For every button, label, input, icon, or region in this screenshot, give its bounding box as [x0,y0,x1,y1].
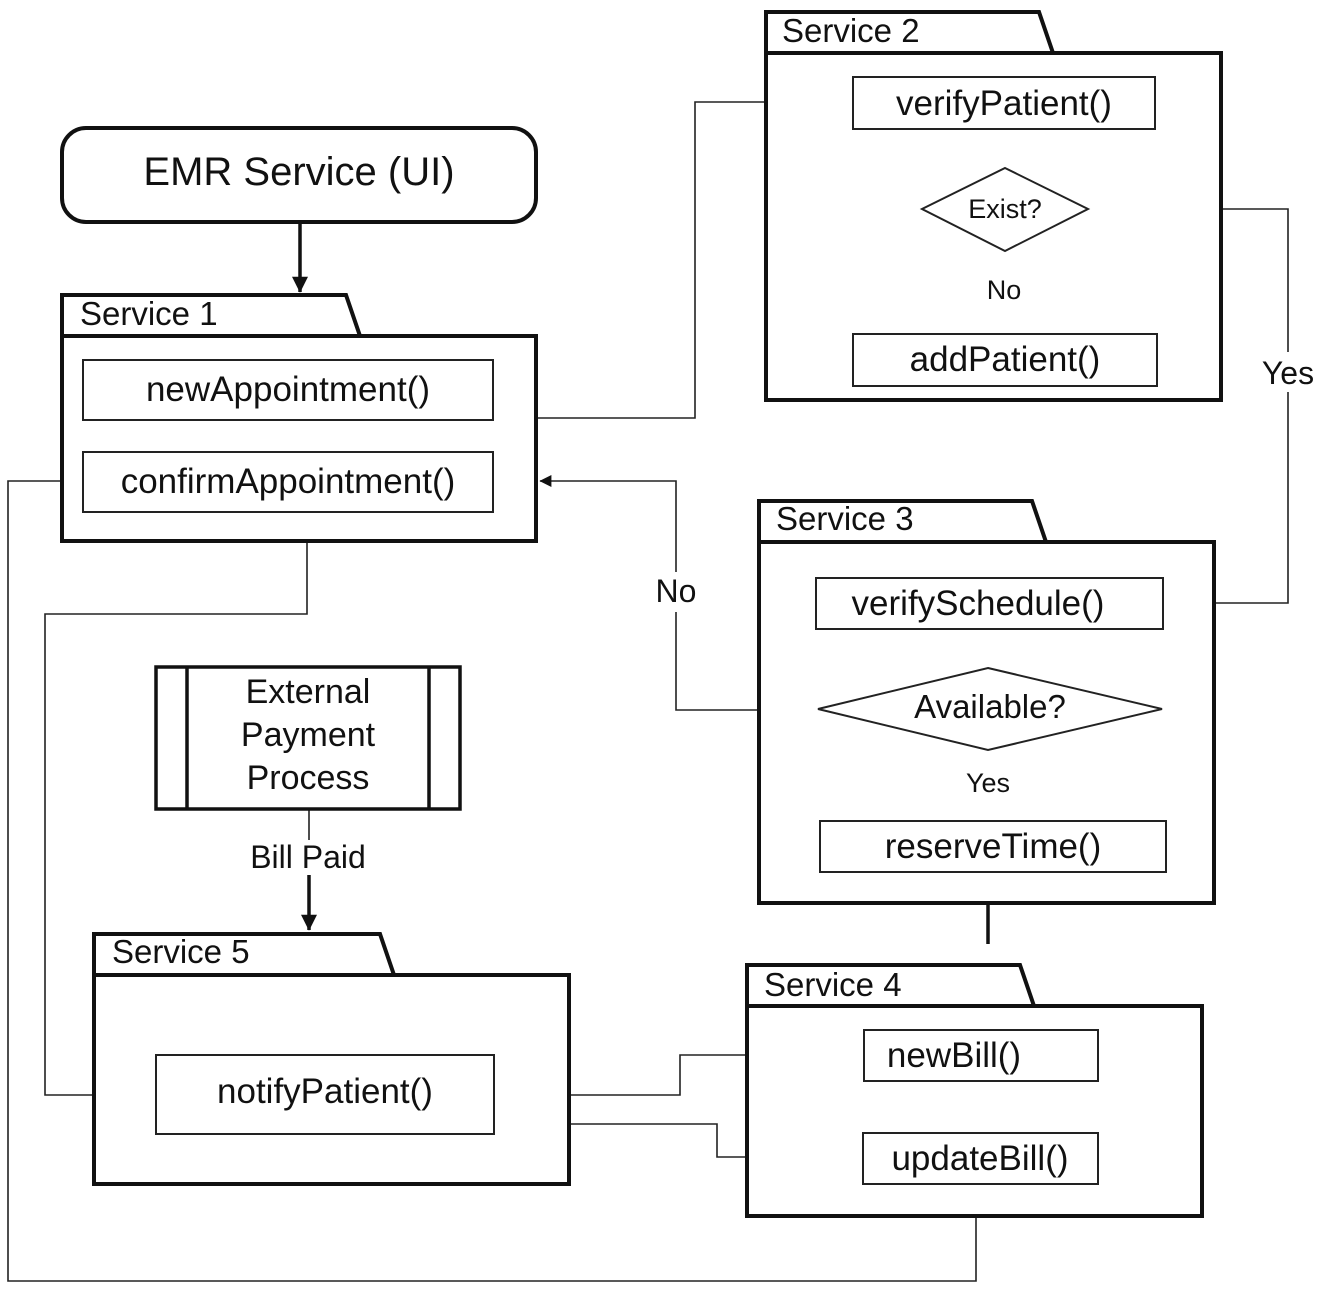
new-appointment-box [82,359,494,421]
available-label: Available? [914,688,1066,725]
exist-no-label: No [987,275,1022,305]
service2-title: Service 2 [782,12,920,49]
notify-patient-box [155,1054,495,1135]
update-bill-label: updateBill() [891,1139,1068,1178]
reserve-time-box [819,820,1167,873]
service1-title: Service 1 [80,295,218,332]
add-patient-label: addPatient() [910,340,1101,379]
external-line1: External [246,673,371,711]
service4-package: Service 4 newBill() updateBill() [745,963,1204,1218]
service5-package: Service 5 notifyPatient() [92,932,571,1186]
service5-title: Service 5 [112,933,250,970]
exist-yes-label: Yes [1262,355,1314,391]
reserve-time-label: reserveTime() [885,827,1102,866]
emr-service-label: EMR Service (UI) [143,150,454,194]
external-line2: Payment [241,716,376,754]
verify-patient-label: verifyPatient() [896,84,1112,123]
emr-service-node: EMR Service (UI) [60,126,538,224]
service3-package: Service 3 verifySchedule() Available? Ye… [757,499,1216,905]
notify-patient-label: notifyPatient() [217,1072,433,1111]
verify-schedule-label: verifySchedule() [852,584,1105,623]
verify-schedule-box [815,577,1164,630]
new-appointment-label: newAppointment() [146,370,430,409]
exist-label: Exist? [968,194,1042,224]
bill-paid-label: Bill Paid [250,839,366,875]
external-payment-process: External Payment Process [154,665,462,811]
available-yes-label: Yes [966,768,1010,798]
verify-patient-box [852,76,1156,130]
new-bill-box [863,1029,1099,1082]
edge-confirm-to-notify [44,514,308,1101]
update-bill-box [862,1132,1099,1185]
available-no-label: No [656,573,697,609]
edge-service4-to-confirm [7,475,977,1282]
add-patient-box [852,333,1158,387]
service2-package: Service 2 verifyPatient() Exist? No addP… [764,10,1223,402]
confirm-appointment-box [82,451,494,513]
confirm-appointment-label: confirmAppointment() [121,462,456,501]
exist-decision [919,166,1091,253]
service1-package: Service 1 newAppointment() confirmAppoin… [60,293,538,543]
external-line3: Process [247,759,370,797]
available-decision [817,666,1163,752]
service4-title: Service 4 [764,966,902,1003]
new-bill-label: newBill() [887,1036,1021,1075]
service3-title: Service 3 [776,500,914,537]
edge-available-to-confirm-2 [539,475,677,572]
